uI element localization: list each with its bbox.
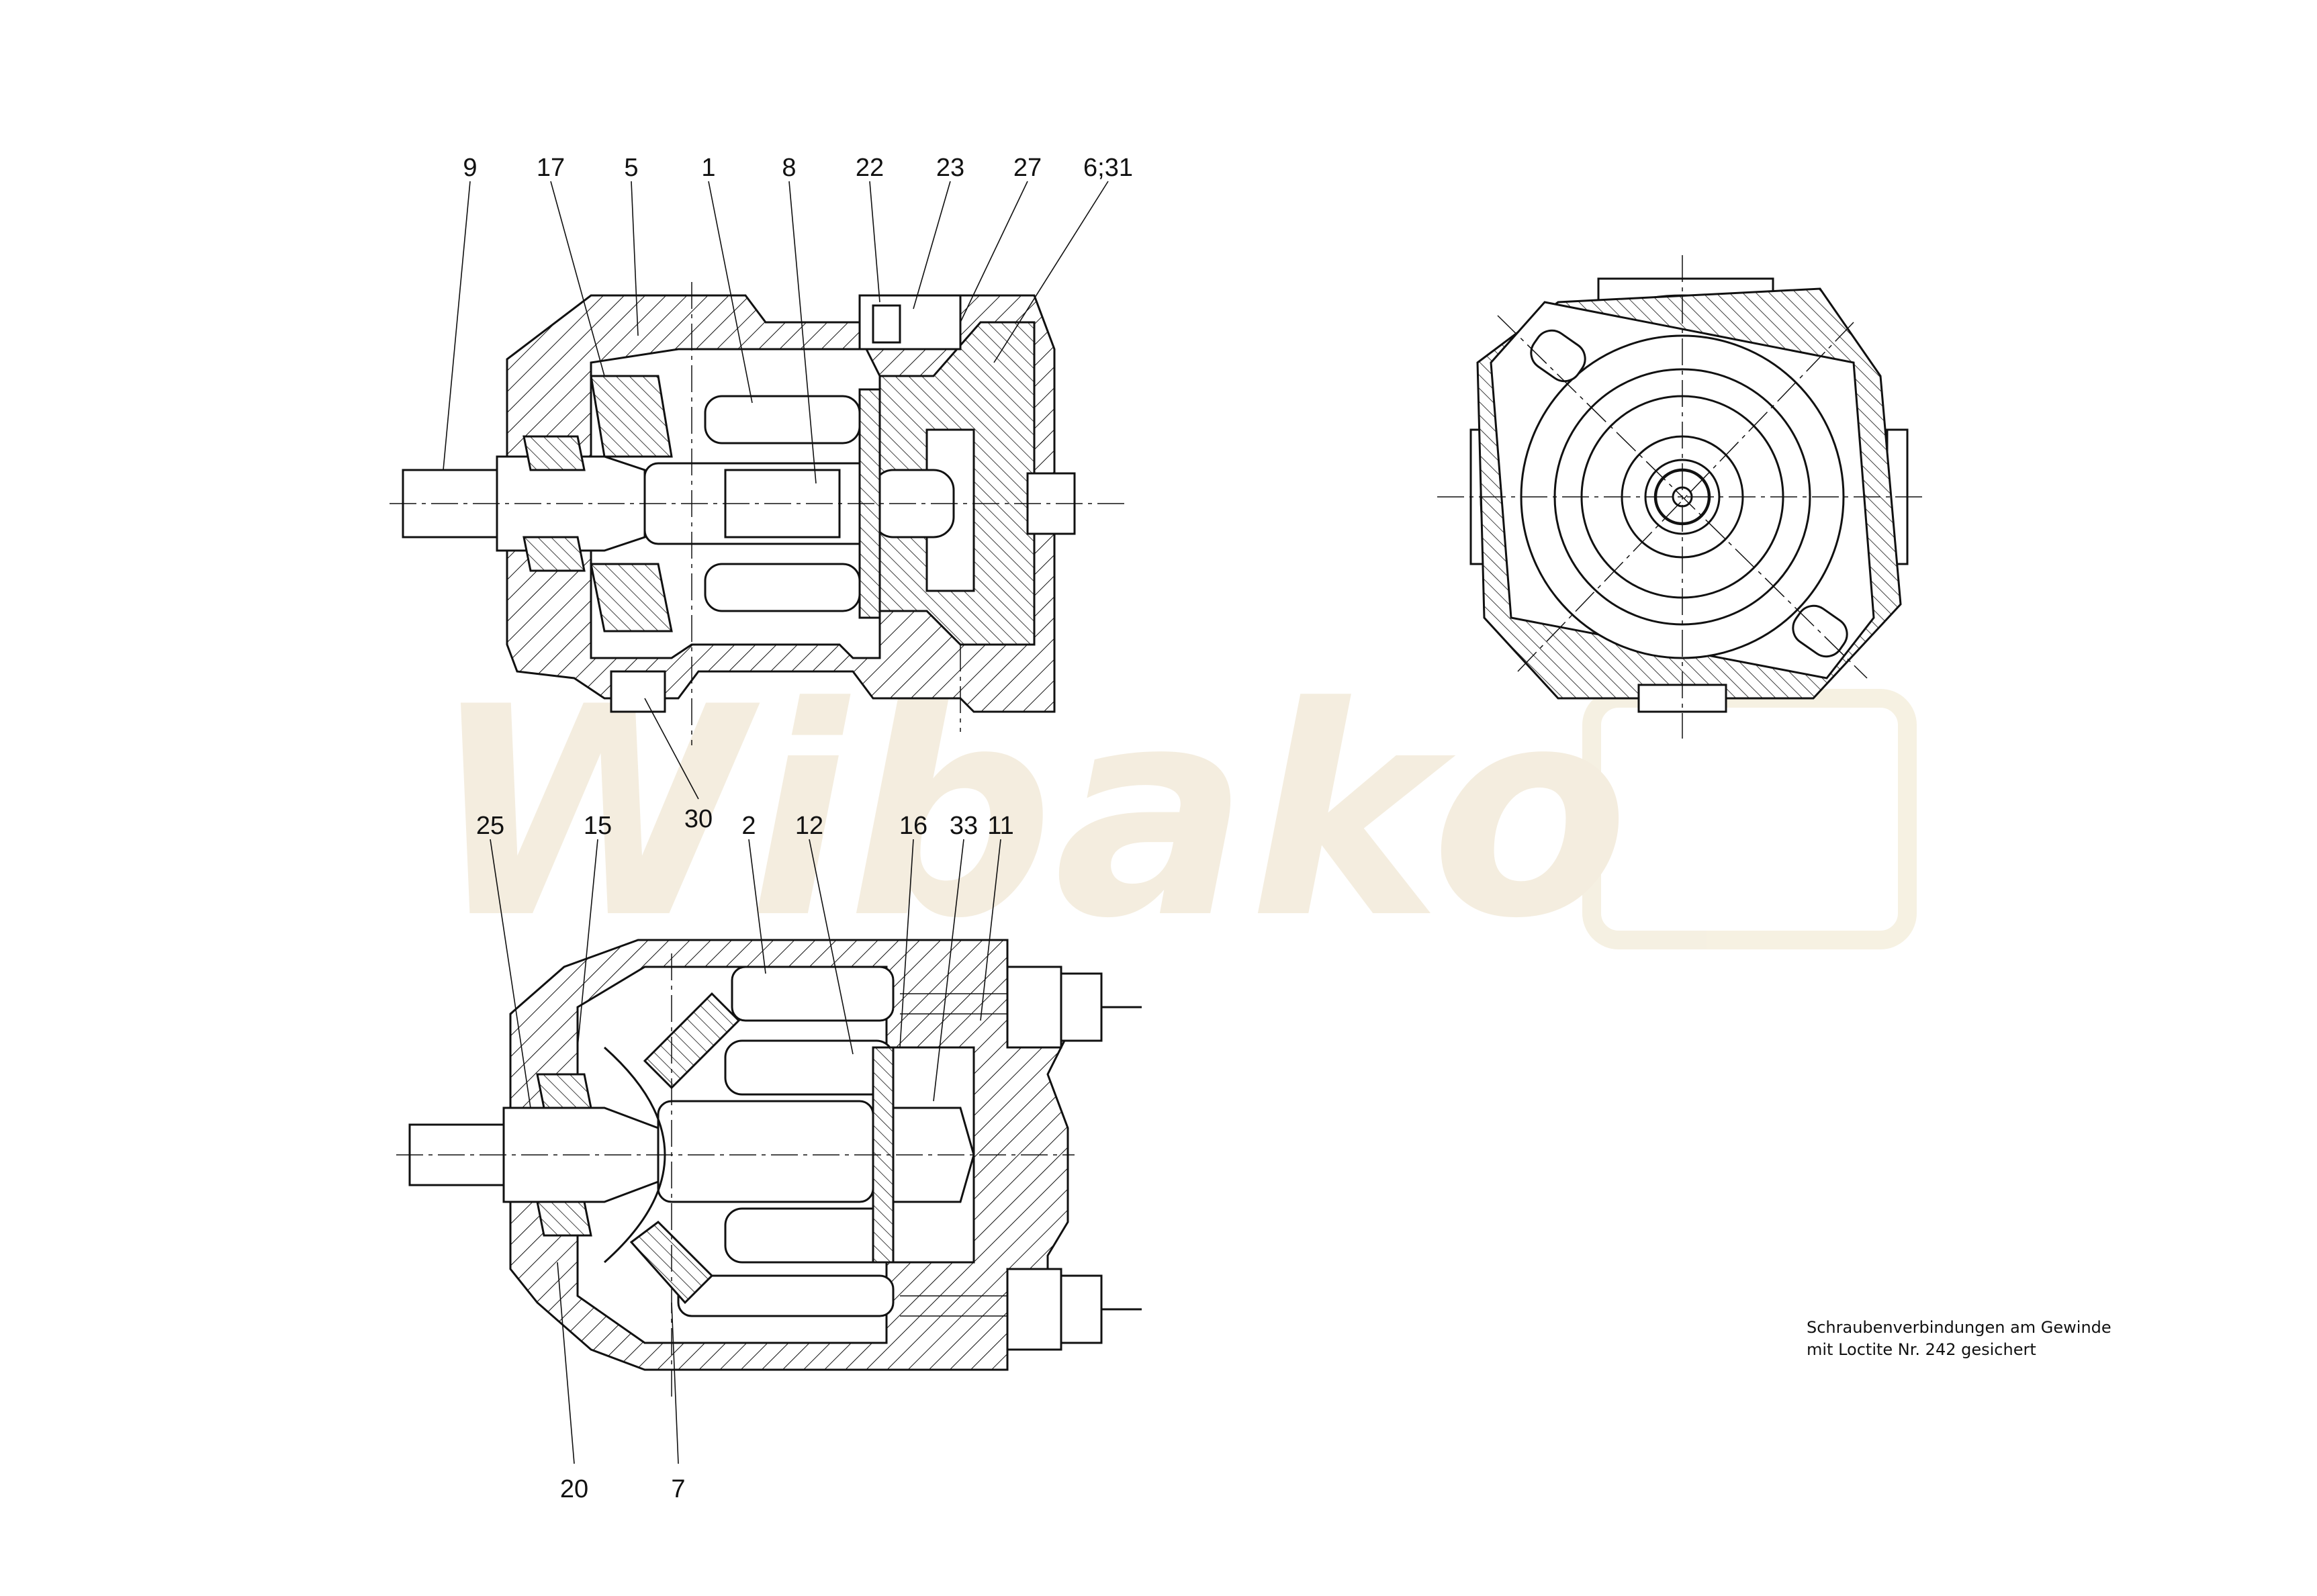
- loctite-note: Schraubenverbindungen am Gewinde mit Loc…: [1807, 1318, 2111, 1359]
- top-section-view: 9 17 5 1 8 22 23 27 6;31 30: [390, 154, 1133, 833]
- note-line-1: Schraubenverbindungen am Gewinde: [1807, 1318, 2111, 1337]
- end-view: [1437, 255, 1927, 739]
- label-7: 7: [671, 1475, 685, 1503]
- note-line-2: mit Loctite Nr. 242 gesichert: [1807, 1340, 2036, 1359]
- label-30: 30: [684, 805, 713, 833]
- label-8: 8: [782, 154, 796, 182]
- label-2: 2: [741, 812, 756, 840]
- label-5: 5: [624, 154, 638, 182]
- label-6-31: 6;31: [1083, 154, 1133, 182]
- label-27: 27: [1013, 154, 1042, 182]
- label-22: 22: [856, 154, 884, 182]
- label-17: 17: [537, 154, 565, 182]
- label-23: 23: [936, 154, 964, 182]
- label-1: 1: [701, 154, 715, 182]
- label-9: 9: [463, 154, 477, 182]
- label-16: 16: [899, 812, 927, 840]
- label-25: 25: [476, 812, 504, 840]
- label-33: 33: [950, 812, 978, 840]
- label-12: 12: [795, 812, 823, 840]
- label-11: 11: [987, 812, 1013, 840]
- label-20: 20: [560, 1475, 588, 1503]
- bottom-section-view: 25 15 2 12 16 33 11 20 7: [396, 812, 1142, 1503]
- label-15: 15: [584, 812, 612, 840]
